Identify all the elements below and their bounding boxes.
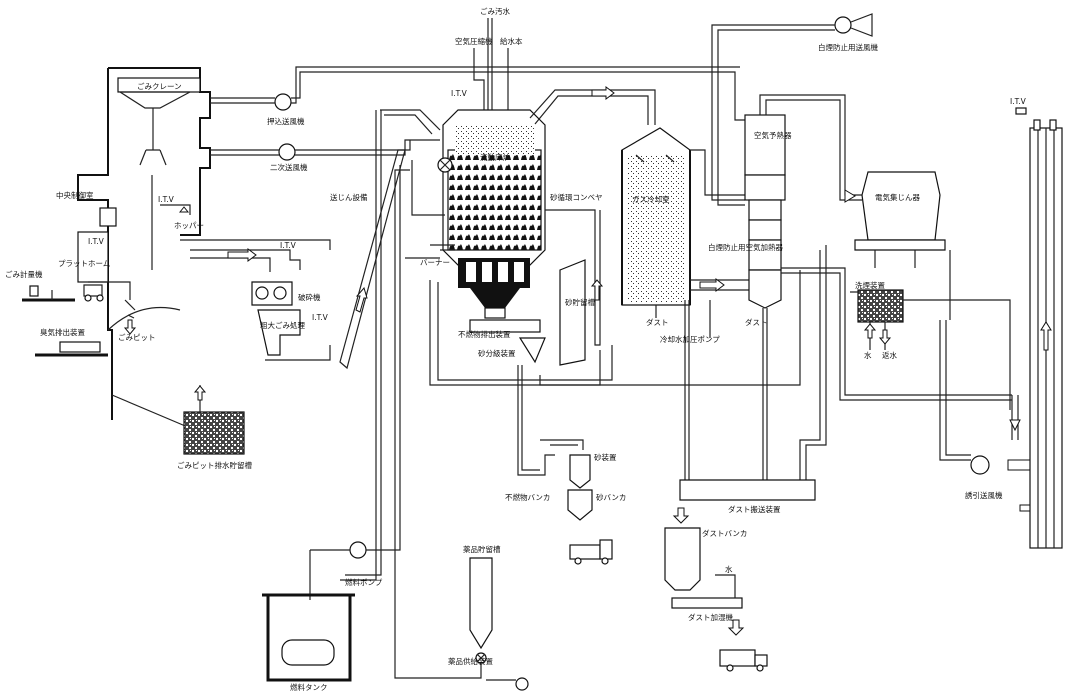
label-kuuki-asshukuki: 空気圧縮機 [455, 36, 493, 46]
label-sodai-shori: 粗大ごみ処理 [260, 320, 305, 330]
label-kuuki-yonetsuki: 空気予熱器 [754, 130, 792, 140]
label-reikyakusui-pump: 冷却水加圧ポンプ [660, 334, 720, 344]
water-up-arrow-icon [865, 324, 875, 338]
label-platform: プラットホーム [58, 259, 110, 268]
induced-draft-fan-icon [971, 456, 989, 474]
secondary-air-fan: 二次送風機 [270, 144, 308, 172]
label-gesuisui: 給水本 [500, 36, 523, 46]
odor-exhaust-unit: 臭気排出装置 [35, 327, 108, 355]
crane-girder [120, 92, 190, 108]
crane-grab-icon [140, 108, 166, 165]
secondary-air-fan-icon [279, 144, 295, 160]
label-gomi-crane: ごみクレーン [137, 81, 182, 91]
dust-truck-icon [720, 650, 767, 671]
label-gomi-pit: ごみピット [118, 332, 156, 342]
furnace-to-cooler-duct [530, 87, 655, 125]
label-hasaiki: 破砕機 [298, 292, 321, 302]
label-suna-bunker: 砂バンカ [596, 492, 626, 502]
furnace-flame [448, 150, 541, 250]
label-gomi-osui: ごみ汚水 [480, 6, 510, 16]
forced-draft-fan: 押込送風機 [267, 94, 305, 126]
label-mizu2: 返水 [882, 350, 897, 360]
air-preheater-column: 空気予熱器 白煙防止用空気加熱器 ダスト [708, 95, 862, 480]
flue-gas-scrubber: 洗煙装置 水 返水 [781, 245, 1012, 480]
label-nenryou-pump: 燃料ポンプ [345, 577, 383, 587]
label-suna-w: 砂装置 [594, 452, 617, 462]
label-denki-shuujin: 電気集じん器 [875, 192, 920, 202]
top-feed-lines: ごみ汚水 空気圧縮機 給水本 I.T.V [451, 6, 523, 110]
garbage-weighbridge: ごみ計量機 [5, 269, 75, 300]
label-furnace: 流動床炉 [480, 152, 510, 162]
label-mizu1: 水 [864, 350, 872, 360]
label-itv-hopper: I.T.V [158, 195, 175, 204]
label-hiroi-dasshuu: 臭気排出装置 [40, 327, 85, 337]
label-itv-furnace: I.T.V [451, 89, 468, 98]
label-oshikomi-souhuuki: 押込送風機 [267, 116, 305, 126]
label-burner: バーナー [420, 258, 450, 267]
label-funenbutsu-haishutsu: 不燃物排出装置 [458, 329, 511, 339]
dust-out-arrow-icon [729, 620, 743, 635]
label-suna-bunri: 砂分級装置 [478, 348, 516, 358]
gas-right-arrow-icon [700, 279, 724, 291]
forced-draft-fan-icon [275, 94, 291, 110]
residue-bunkers: 砂装置 不燃物バンカ 砂バンカ [505, 440, 626, 564]
platform-area: I.T.V プラットホーム [58, 232, 135, 318]
white-smoke-fan: 白煙防止用送風機 [712, 14, 878, 205]
fuel-tank-body [282, 640, 334, 665]
chimney-stack: I.T.V [1010, 97, 1062, 548]
feed-inclined-conveyor: 送じん設備 [330, 150, 405, 368]
label-gas-reikyaku: ガス冷却室 [632, 194, 670, 204]
label-itv-platform: I.T.V [88, 237, 105, 246]
chemical-pump-icon [516, 678, 528, 690]
label-niji-souhuuki: 二次送風機 [270, 162, 308, 172]
conveyor-right-arrow-icon [228, 249, 256, 261]
fluidized-bed-furnace: 流動床炉 バーナー [420, 110, 545, 318]
label-itv-stack: I.T.V [1010, 97, 1027, 106]
label-yakuhin-chozou: 薬品貯留槽 [463, 544, 501, 554]
label-itv-crusher2: I.T.V [312, 313, 329, 322]
electrostatic-precipitator: 電気集じん器 [845, 172, 945, 268]
hopper-arrow-icon [180, 207, 188, 212]
label-dust2: ダスト [745, 317, 768, 327]
label-sunajunkan-conveyor: 砂循環コンベヤ [550, 192, 603, 202]
label-gomi-keiryouki: ごみ計量機 [5, 269, 43, 279]
label-nenryou-tank: 燃料タンク [290, 682, 328, 692]
label-dust-bunker: ダストバンカ [702, 528, 747, 538]
water-down-arrow-icon [880, 330, 890, 344]
label-dust-hansou: ダスト搬送装置 [728, 504, 781, 514]
pit-down-arrow-icon [125, 320, 135, 334]
label-yakuhin-kyoukyuu: 薬品供給装置 [448, 656, 493, 666]
label-okuri-kouro: 送じん設備 [330, 192, 368, 202]
label-mizu-dust: 水 [725, 564, 733, 574]
label-suna-chozou: 砂貯留槽 [565, 297, 595, 307]
label-hakuen-yonetsuki: 白煙防止用空気加熱器 [708, 242, 783, 252]
dust-down-arrow-icon [674, 508, 688, 523]
central-control-room: 中央制御室 [56, 190, 116, 226]
label-dust-kakuhan: ダスト加湿機 [688, 612, 733, 622]
sand-circulation-conveyor: 砂循環コンベヤ 砂貯留槽 [545, 192, 603, 365]
white-smoke-fan-icon [835, 17, 851, 33]
label-yuuin-fan: 誘引送風機 [965, 490, 1003, 500]
drain-up-arrow-icon [195, 386, 205, 400]
label-senjou-tou: 洗煙装置 [855, 280, 885, 290]
label-itv-crusher: I.T.V [280, 241, 297, 250]
dust-conveyance: ダスト搬送装置 ダストバンカ ダスト加湿機 水 [665, 480, 815, 671]
gas-cooling-tower: ガス冷却室 ダスト [622, 128, 690, 480]
label-hakuen-fan: 白煙防止用送風機 [818, 42, 878, 52]
residue-truck-icon [570, 540, 612, 564]
bulky-waste-conveyor: I.T.V [180, 240, 330, 272]
label-funen-bunker: 不燃物バンカ [505, 492, 550, 502]
flue-right-arrow-icon [592, 87, 614, 99]
pit-drain-tank: ごみピット排水貯留槽 [177, 385, 252, 470]
label-dust1: ダスト [646, 317, 669, 327]
label-hopper: ホッパー [174, 221, 204, 230]
fuel-pump-icon [350, 542, 366, 558]
bulky-crusher: 破砕機 I.T.V 粗大ごみ処理 [252, 282, 330, 360]
label-gomi-pit-haisui: ごみピット排水貯留槽 [177, 460, 252, 470]
label-chuuou-seigyoshitsu: 中央制御室 [56, 190, 94, 200]
